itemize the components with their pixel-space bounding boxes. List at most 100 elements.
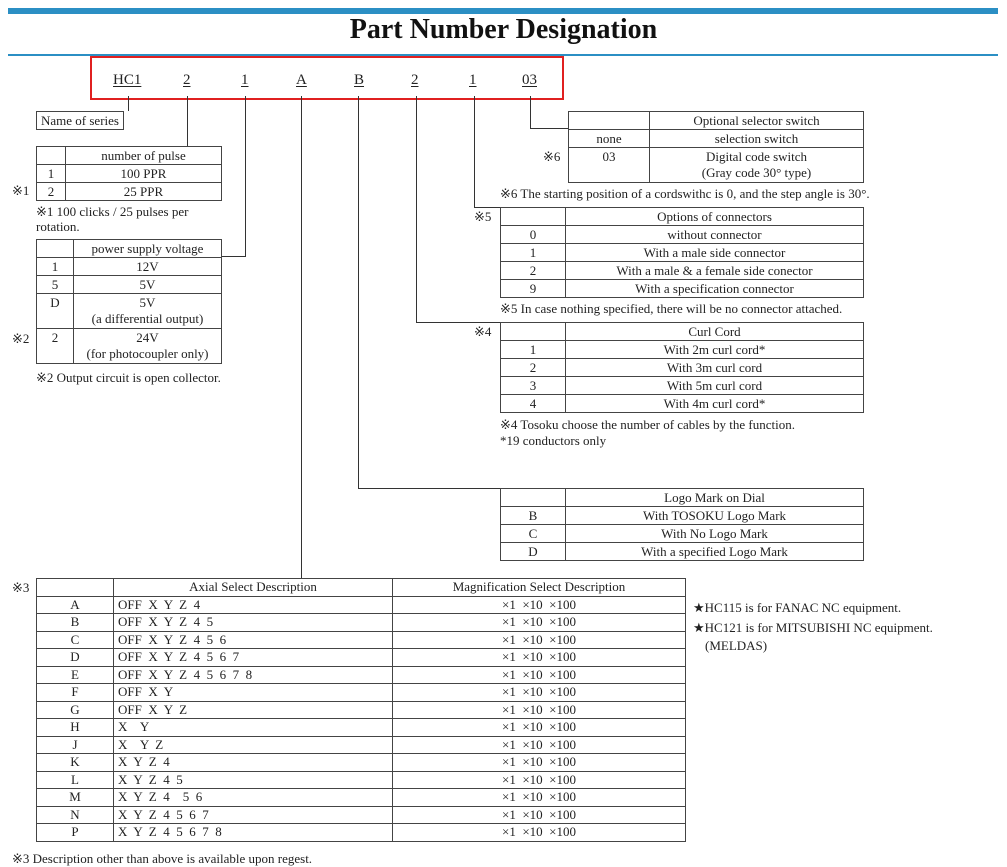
code-series: HC1: [113, 72, 142, 88]
magnification-cell: ×1 ×10 ×100: [392, 823, 686, 842]
axial-code-cell: F: [36, 683, 114, 702]
axial-desc-cell: X Y Z 4 5 6 7: [113, 805, 393, 824]
magnification-cell: ×1 ×10 ×100: [392, 700, 686, 719]
title-rule: [8, 54, 998, 56]
code-logo: B: [354, 72, 365, 88]
pulse-note-1: ※1 100 clicks / 25 pulses per: [36, 204, 189, 219]
magnification-cell: ×1 ×10 ×100: [392, 613, 686, 632]
axial-code-cell: B: [36, 613, 114, 632]
part-number-highlight: [90, 56, 564, 100]
leader-logo-v: [358, 96, 359, 488]
magnification-cell: ×1 ×10 ×100: [392, 735, 686, 754]
axial-desc-cell: OFF X Y Z 4 5 6: [113, 630, 393, 649]
leader-curl-h: [416, 322, 500, 323]
magnification-cell: ×1 ×10 ×100: [392, 718, 686, 737]
magnification-cell: ×1 ×10 ×100: [392, 753, 686, 772]
axial-code-cell: D: [36, 648, 114, 667]
axial-desc-cell: X Y Z 4: [113, 753, 393, 772]
axial-desc-cell: X Y Z 4 5 6: [113, 788, 393, 807]
code-curl: 2: [411, 72, 419, 88]
code-voltage: 1: [241, 72, 249, 88]
selector-header: Optional selector switch: [649, 111, 864, 130]
code-connector: 1: [469, 72, 477, 88]
leader-selector-v: [530, 96, 531, 128]
leader-logo-h: [358, 488, 500, 489]
magnification-cell: ×1 ×10 ×100: [392, 630, 686, 649]
axial-code-cell: M: [36, 788, 114, 807]
leader-pulse: [187, 96, 188, 146]
page-title: Part Number Designation: [349, 14, 658, 45]
axial-code-cell: P: [36, 823, 114, 842]
axial-desc-cell: X Y Z 4 5: [113, 770, 393, 789]
code-axial: A: [296, 72, 307, 88]
axial-desc-cell: OFF X Y Z 4 5: [113, 613, 393, 632]
leader-axial: [301, 96, 302, 578]
axial-code-cell: G: [36, 700, 114, 719]
axial-desc-cell: X Y Z 4 5 6 7 8: [113, 823, 393, 842]
leader-curl-v: [416, 96, 417, 322]
curl-note-1: ※4 Tosoku choose the number of cables by…: [500, 417, 795, 432]
connector-mark: ※5: [474, 209, 492, 224]
magnification-cell: ×1 ×10 ×100: [392, 595, 686, 614]
axial-code-cell: C: [36, 630, 114, 649]
magnification-cell: ×1 ×10 ×100: [392, 683, 686, 702]
axial-header: Axial Select Description: [113, 578, 393, 597]
voltage-header: power supply voltage: [73, 239, 222, 258]
axial-code-cell: A: [36, 595, 114, 614]
magnification-cell: ×1 ×10 ×100: [392, 665, 686, 684]
axial-code-cell: K: [36, 753, 114, 772]
selector-mark: ※6: [543, 149, 561, 164]
voltage-note: ※2 Output circuit is open collector.: [36, 370, 221, 385]
star-note-meldas: (MELDAS): [705, 638, 768, 653]
connector-note: ※5 In case nothing specified, there will…: [500, 301, 843, 316]
voltage-mark: ※2: [12, 331, 30, 346]
axial-code-cell: N: [36, 805, 114, 824]
code-pulse: 2: [183, 72, 191, 88]
axial-code-cell: E: [36, 665, 114, 684]
axial-desc-cell: OFF X Y: [113, 683, 393, 702]
leader-series: [128, 96, 129, 111]
top-accent-bar: [8, 8, 998, 14]
axial-code-cell: J: [36, 735, 114, 754]
curl-mark: ※4: [474, 324, 492, 339]
magnification-cell: ×1 ×10 ×100: [392, 788, 686, 807]
axial-table: Axial Select Description Magnification S…: [36, 578, 686, 842]
axial-desc-cell: OFF X Y Z 4 5 6 7 8: [113, 665, 393, 684]
pulse-mark: ※1: [12, 183, 30, 198]
leader-voltage-v: [245, 96, 246, 256]
series-label: Name of series: [36, 111, 124, 130]
leader-connector-v: [474, 96, 475, 207]
